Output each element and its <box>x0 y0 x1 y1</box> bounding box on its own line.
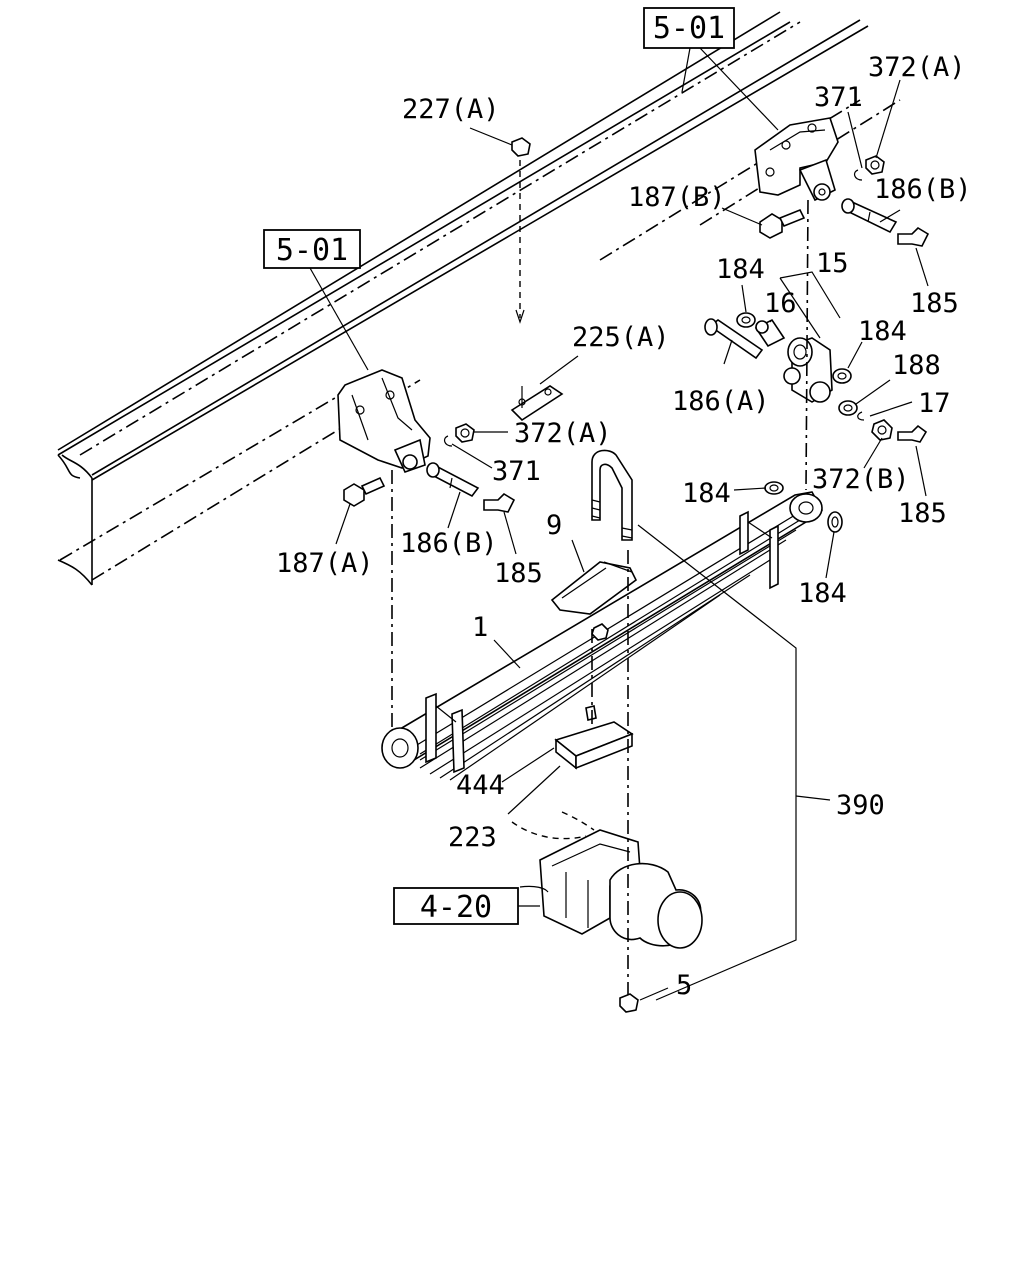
label-372a-left: 372(A) <box>514 418 612 449</box>
u-bolt-nut <box>619 993 639 1013</box>
rear-spring-hanger-bracket <box>337 369 431 473</box>
label-1: 1 <box>472 612 488 643</box>
front-spring-hanger-bracket <box>754 117 839 202</box>
label-186b-left: 186(B) <box>400 528 498 559</box>
label-371-top: 371 <box>814 82 863 113</box>
label-185-left: 185 <box>494 558 543 589</box>
ref-box-axle[interactable]: 4-20 <box>393 887 519 925</box>
label-185-right: 185 <box>898 498 947 529</box>
label-225a: 225(A) <box>572 322 670 353</box>
label-188: 188 <box>892 350 941 381</box>
label-227a: 227(A) <box>402 94 500 125</box>
spring-seat <box>550 561 638 615</box>
part-labels: 227(A) 371 372(A) 187(B) 186(B) 184 15 1… <box>276 52 972 1001</box>
label-184-c: 184 <box>682 478 731 509</box>
label-15: 15 <box>816 248 849 279</box>
label-17: 17 <box>918 388 951 419</box>
label-372a-top: 372(A) <box>868 52 966 83</box>
label-187b: 187(B) <box>628 182 726 213</box>
label-16: 16 <box>764 288 797 319</box>
label-371-left: 371 <box>492 456 541 487</box>
axle-housing <box>511 811 703 949</box>
front-pin-parts <box>759 155 930 247</box>
label-390: 390 <box>836 790 885 821</box>
label-372b: 372(B) <box>812 464 910 495</box>
label-185-top: 185 <box>910 288 959 319</box>
nut-227a <box>511 137 531 157</box>
label-5: 5 <box>676 970 692 1001</box>
label-187a: 187(A) <box>276 548 374 579</box>
leaf-spring <box>381 481 843 781</box>
bump-stopper-plate <box>510 385 564 422</box>
ref-label-axle: 4-20 <box>420 890 492 925</box>
label-9: 9 <box>546 510 562 541</box>
label-223: 223 <box>448 822 497 853</box>
label-444: 444 <box>456 770 505 801</box>
ref-box-frame-left[interactable]: 5-01 <box>263 229 361 269</box>
u-bolt <box>591 449 633 541</box>
label-184-a: 184 <box>716 254 765 285</box>
label-186b-top: 186(B) <box>874 174 972 205</box>
ref-box-frame-top[interactable]: 5-01 <box>643 7 735 49</box>
shackle-assembly <box>704 312 928 443</box>
label-186a: 186(A) <box>672 386 770 417</box>
rear-pin-parts <box>343 423 516 513</box>
label-184-b: 184 <box>858 316 907 347</box>
label-184-d: 184 <box>798 578 847 609</box>
leader-lines <box>309 47 929 1001</box>
ref-label-frame-left: 5-01 <box>276 233 348 268</box>
axle-spacer <box>554 705 634 770</box>
alignment-lines <box>391 160 809 995</box>
ref-label-frame-top: 5-01 <box>653 11 725 46</box>
